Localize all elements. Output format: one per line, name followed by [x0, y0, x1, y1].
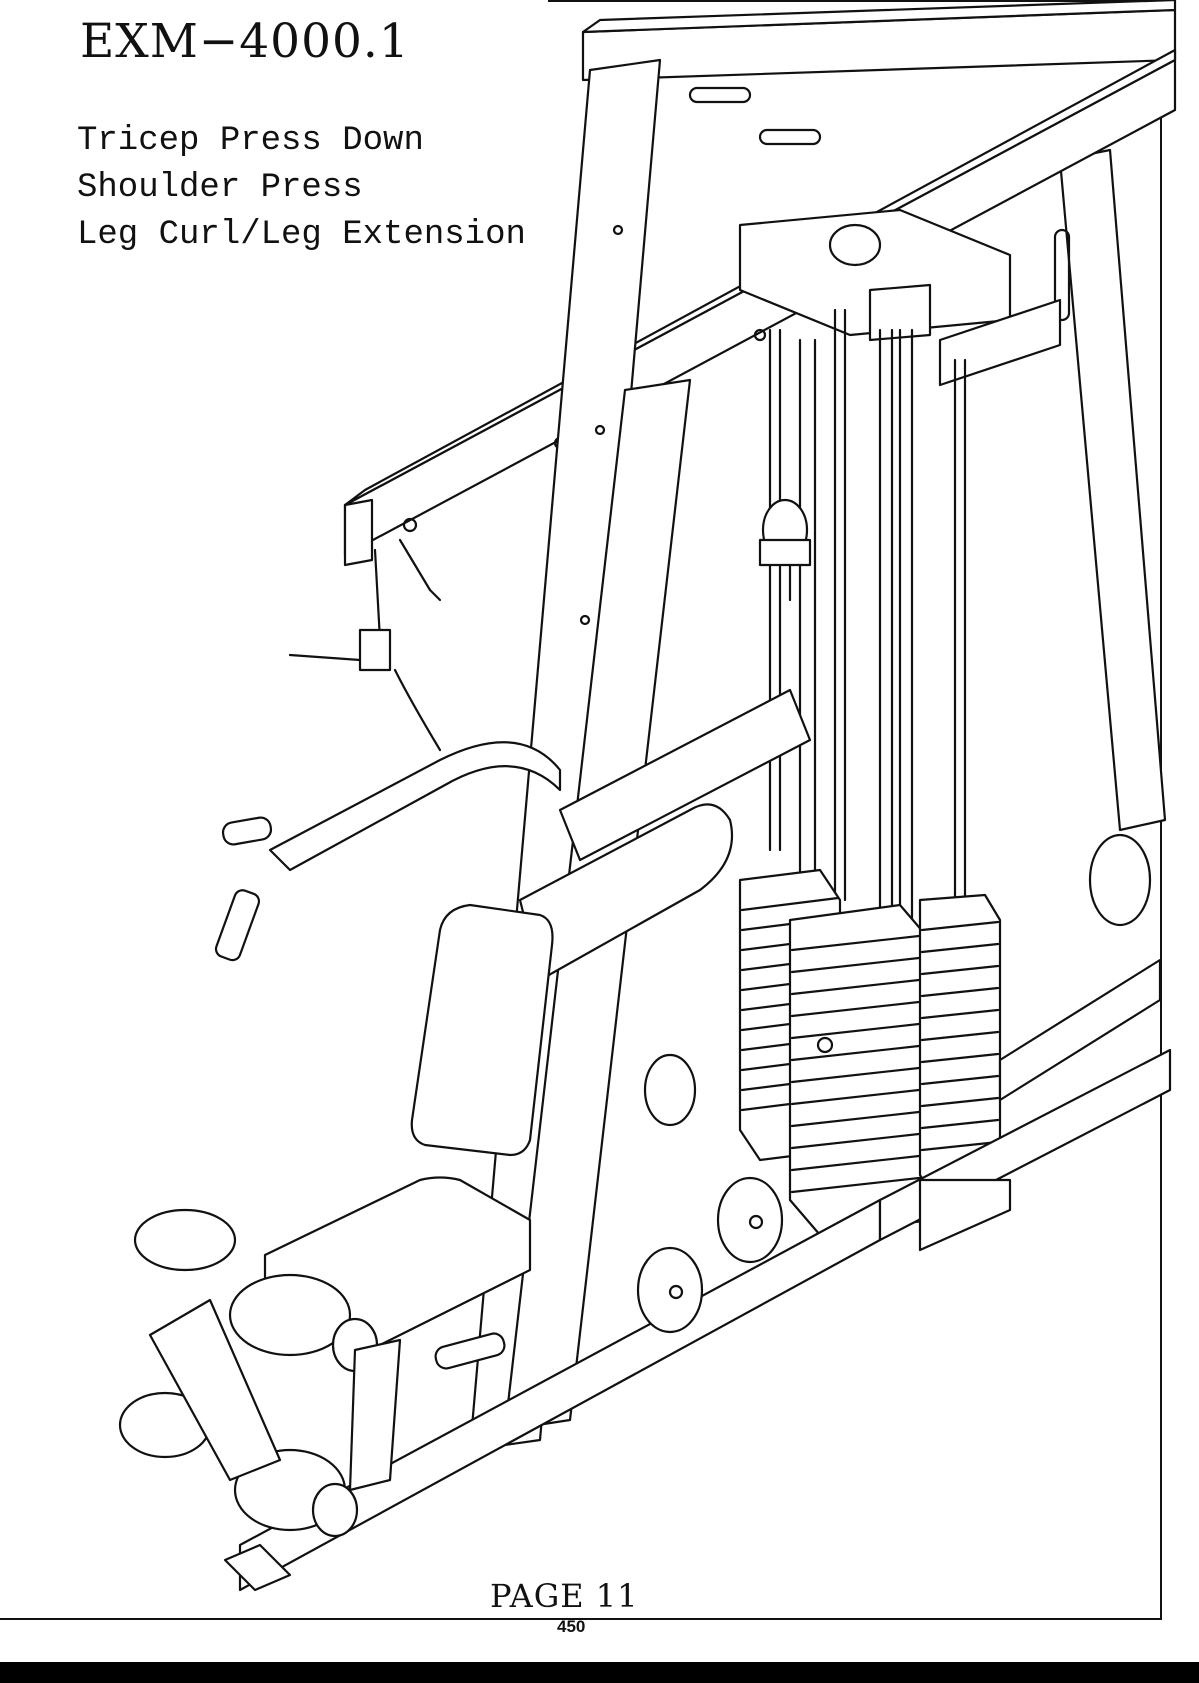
rear-right-upright — [1055, 150, 1165, 925]
exercise-item: Tricep Press Down — [77, 118, 526, 165]
back-pad — [412, 905, 553, 1155]
exercise-item: Leg Curl/Leg Extension — [77, 212, 526, 259]
page-label: PAGE 11 — [490, 1577, 639, 1615]
scan-bottom-edge — [0, 1662, 1199, 1683]
exercise-list: Tricep Press Down Shoulder Press Leg Cur… — [77, 118, 526, 259]
tricep-bar — [290, 540, 440, 750]
model-title: EXM−4000.1 — [80, 14, 410, 69]
cable-pulley — [760, 500, 810, 600]
page-number: 450 — [557, 1617, 585, 1637]
exercise-item: Shoulder Press — [77, 165, 526, 212]
seat-assembly — [120, 1178, 530, 1591]
